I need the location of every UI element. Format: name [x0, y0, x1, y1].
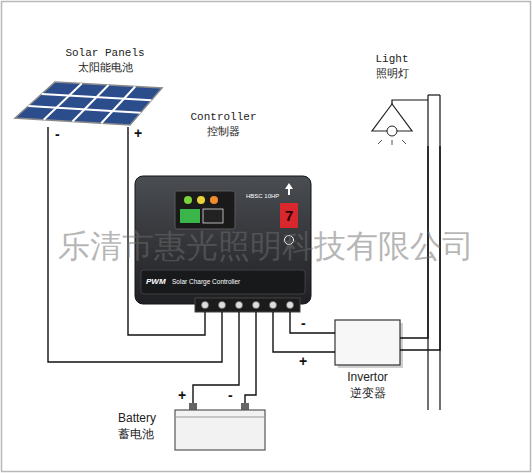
brand-mark: PWM	[146, 278, 166, 286]
polarity-sign: -	[228, 388, 233, 402]
light-node: Light照明灯	[358, 48, 446, 146]
led	[184, 196, 192, 204]
terminal-screw	[202, 302, 209, 309]
polarity-sign: -	[301, 316, 306, 330]
node-sublabel: 照明灯	[376, 66, 409, 80]
controller-band	[141, 270, 305, 294]
battery-lid	[175, 417, 265, 418]
lamp-bulb	[387, 126, 397, 136]
terminal-screw	[219, 302, 226, 309]
panel-grid	[28, 84, 151, 124]
led	[197, 196, 205, 204]
wire	[245, 312, 256, 403]
wire	[290, 312, 335, 333]
panel-grid-line	[42, 94, 152, 100]
terminal-screw	[287, 302, 294, 309]
inverter-box	[335, 320, 400, 365]
inverter-node: Invertor逆变器	[335, 320, 400, 406]
node-label: Light	[375, 52, 408, 66]
model-number: HBSC 10HP	[246, 193, 279, 199]
polarity-sign: +	[299, 354, 307, 368]
indicator	[203, 209, 223, 223]
polarity-sign: +	[134, 126, 142, 140]
panel-grid-line	[101, 87, 135, 124]
product-name: Solar Charge Controller	[172, 279, 240, 286]
terminal-screws	[202, 302, 294, 309]
watermark: 乐清市惠光照明科技有限公司	[58, 230, 474, 262]
node-label: Solar Panels	[65, 46, 144, 60]
led	[210, 196, 218, 204]
wire	[193, 312, 239, 403]
indicator	[180, 209, 200, 223]
node-sublabel: 控制器	[207, 124, 240, 138]
node-label: Battery	[118, 411, 156, 427]
battery-body	[175, 410, 265, 450]
display-digit: 7	[285, 208, 293, 223]
lamp-rays	[378, 140, 406, 145]
node-label: Controller	[190, 110, 256, 124]
pole-cap	[428, 94, 440, 95]
display	[280, 203, 298, 228]
solar-panel-node: Solar Panels太阳能电池	[10, 44, 166, 127]
terminal-screw	[270, 302, 277, 309]
node-label: Invertor	[347, 370, 388, 386]
panel-grid-line	[73, 85, 109, 122]
battery-node: Battery蓄电池	[112, 403, 268, 452]
solar-panel	[15, 82, 162, 125]
polarity-sign: -	[55, 127, 60, 141]
lamp-arm	[392, 100, 428, 104]
terminal-screw	[236, 302, 243, 309]
terminal-strip	[195, 298, 300, 312]
node-sublabel: 逆变器	[350, 386, 386, 402]
wire	[273, 312, 335, 352]
polarity-sign: +	[178, 388, 186, 402]
terminal-screw	[253, 302, 260, 309]
arrow-symbol	[285, 183, 293, 195]
node-sublabel: 蓄电池	[118, 427, 154, 443]
panel-grid-line	[44, 84, 82, 120]
panel-grid-line	[28, 106, 140, 113]
node-sublabel: 太阳能电池	[78, 60, 133, 74]
led-panel	[175, 191, 235, 229]
